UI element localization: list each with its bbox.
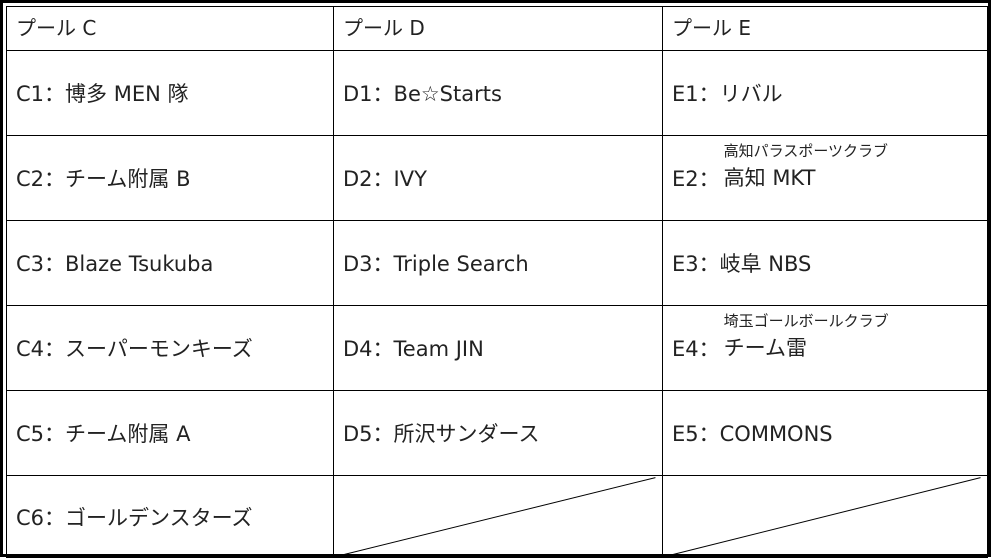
team-c3: C3：Blaze Tsukuba	[6, 220, 334, 306]
team-e4-club-name: 埼玉ゴールボールクラブ	[723, 312, 889, 330]
team-e3: E3：岐阜 NBS	[662, 220, 988, 306]
pool-c-header: プール C	[6, 6, 334, 51]
team-c6: C6：ゴールデンスターズ	[6, 475, 334, 558]
table-row: C6：ゴールデンスターズ	[6, 475, 988, 558]
table-row: C5：チーム附属 A D5：所沢サンダース E5：COMMONS	[6, 390, 988, 476]
pool-table: プール C プール D プール E C1：博多 MEN 隊 D1：Be☆Star…	[6, 6, 988, 558]
team-d3: D3：Triple Search	[333, 220, 663, 306]
team-d2: D2：IVY	[333, 135, 663, 221]
team-d1: D1：Be☆Starts	[333, 50, 663, 136]
empty-cell-d6	[333, 475, 663, 558]
team-c2: C2：チーム附属 B	[6, 135, 334, 221]
team-e2-club-name: 高知パラスポーツクラブ	[723, 142, 889, 160]
team-c5: C5：チーム附属 A	[6, 390, 334, 476]
team-c1: C1：博多 MEN 隊	[6, 50, 334, 136]
table-row: C3：Blaze Tsukuba D3：Triple Search E3：岐阜 …	[6, 220, 988, 306]
team-d5: D5：所沢サンダース	[333, 390, 663, 476]
team-e2-code: E2：	[672, 167, 720, 191]
empty-cell-e6	[662, 475, 988, 558]
table-row: C2：チーム附属 B D2：IVY E2： 高知パラスポーツクラブ 高知 MKT	[6, 135, 988, 221]
team-e4-code: E4：	[672, 337, 720, 361]
team-e2-team-name: 高知 MKT	[723, 166, 816, 190]
team-e4: E4： 埼玉ゴールボールクラブ チーム雷	[662, 305, 988, 391]
pool-d-header: プール D	[333, 6, 663, 51]
team-c4: C4：スーパーモンキーズ	[6, 305, 334, 391]
table-row: C4：スーパーモンキーズ D4：Team JIN E4： 埼玉ゴールボールクラブ…	[6, 305, 988, 391]
team-e1: E1：リバル	[662, 50, 988, 136]
pool-header-row: プール C プール D プール E	[6, 6, 988, 51]
empty-slash-d6	[334, 476, 662, 557]
empty-slash-e6	[663, 476, 987, 557]
team-e4-team-name: チーム雷	[723, 336, 808, 360]
table-row: C1：博多 MEN 隊 D1：Be☆Starts E1：リバル	[6, 50, 988, 136]
team-e5: E5：COMMONS	[662, 390, 988, 476]
pool-e-header: プール E	[662, 6, 988, 51]
team-e2: E2： 高知パラスポーツクラブ 高知 MKT	[662, 135, 988, 221]
team-d4: D4：Team JIN	[333, 305, 663, 391]
